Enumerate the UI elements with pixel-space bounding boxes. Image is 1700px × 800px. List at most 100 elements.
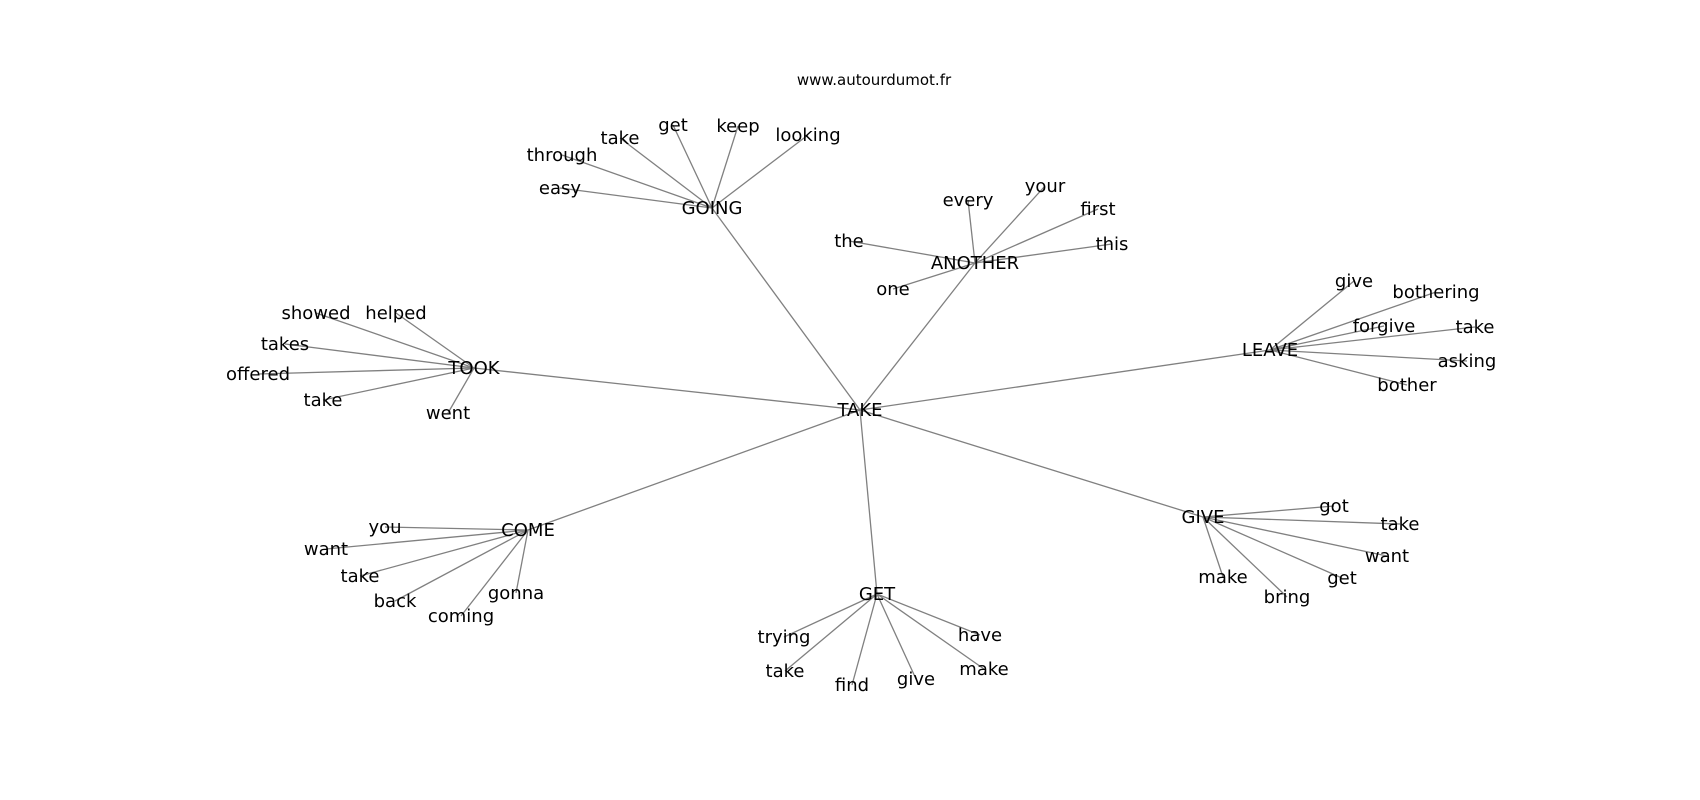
edge-leave-forgive [1269, 325, 1385, 351]
edge-give-make [1202, 516, 1224, 578]
hub-word-get: GET [859, 584, 896, 605]
edge-come-want [325, 529, 529, 550]
edge-get-find [851, 593, 878, 686]
edge-took-went [447, 367, 475, 414]
edge-leave-bothering [1269, 291, 1437, 351]
edge-took-offered [257, 367, 475, 375]
edge-root-come [527, 409, 861, 531]
edge-get-trying [783, 593, 878, 638]
leaf-word-another-1: one [876, 279, 910, 300]
edge-root-give [859, 409, 1204, 518]
leaf-word-get-1: take [766, 661, 805, 682]
leaf-word-get-2: find [835, 675, 869, 696]
leaf-word-going-1: through [527, 145, 598, 166]
leaf-word-leave-3: take [1456, 317, 1495, 338]
edge-give-got [1202, 505, 1335, 518]
leaf-word-took-2: takes [261, 334, 309, 355]
hub-word-leave: LEAVE [1242, 340, 1298, 361]
hub-word-another: ANOTHER [931, 253, 1019, 274]
leaf-word-come-0: you [368, 517, 401, 538]
edge-come-coming [460, 529, 529, 617]
leaf-word-going-4: keep [716, 116, 759, 137]
edge-leave-take [1269, 326, 1476, 351]
edge-another-every [967, 199, 976, 264]
leaf-word-get-5: have [958, 625, 1002, 646]
leaf-word-took-5: went [426, 403, 470, 424]
edge-another-the [848, 240, 976, 264]
edge-come-back [394, 529, 529, 602]
edge-get-take [784, 593, 878, 672]
leaf-word-leave-5: bother [1377, 375, 1437, 396]
leaf-word-give-0: got [1319, 496, 1349, 517]
leaf-word-get-3: give [897, 669, 935, 690]
edge-going-take [619, 137, 713, 209]
edge-get-have [876, 593, 981, 636]
edge-took-take [322, 367, 475, 401]
graph-edges [257, 124, 1476, 686]
edge-root-leave [859, 349, 1271, 411]
edge-going-through [561, 154, 713, 209]
hub-word-come: COME [501, 520, 555, 541]
edge-took-takes [284, 343, 475, 369]
leaf-word-leave-2: forgive [1353, 316, 1416, 337]
leaf-word-going-0: easy [539, 178, 581, 199]
hub-word-took: TOOK [447, 358, 500, 379]
edge-give-get [1202, 516, 1343, 579]
leaf-word-another-0: the [834, 231, 864, 252]
edge-come-gonna [515, 529, 529, 594]
edge-leave-bother [1269, 349, 1408, 386]
leaf-word-took-0: showed [281, 303, 350, 324]
edge-come-you [384, 526, 529, 531]
edge-going-get [672, 124, 713, 209]
leaf-word-took-1: helped [365, 303, 426, 324]
edge-going-looking [711, 134, 809, 209]
leaf-word-another-3: your [1025, 176, 1066, 197]
leaf-word-come-4: coming [428, 606, 494, 627]
edge-root-another [859, 262, 976, 411]
edge-root-took [473, 367, 861, 411]
leaf-word-give-5: make [1198, 567, 1247, 588]
edge-leave-give [1269, 280, 1355, 351]
edge-another-one [892, 262, 976, 290]
leaf-word-get-0: trying [758, 627, 811, 648]
leaf-word-come-2: take [341, 566, 380, 587]
edge-leave-asking [1269, 349, 1468, 362]
leaf-word-took-4: take [304, 390, 343, 411]
leaf-word-another-2: every [943, 190, 994, 211]
edge-get-give [876, 593, 917, 680]
edge-going-keep [711, 125, 739, 209]
leaf-word-going-5: looking [775, 125, 840, 146]
edge-give-bring [1202, 516, 1288, 598]
site-watermark: www.autourdumot.fr [796, 71, 952, 89]
leaf-word-going-3: get [658, 115, 688, 136]
leaf-word-give-4: bring [1264, 587, 1311, 608]
hub-word-give: GIVE [1182, 507, 1225, 528]
edge-another-first [974, 208, 1099, 264]
leaf-word-leave-1: bothering [1392, 282, 1479, 303]
leaf-word-come-5: gonna [488, 583, 544, 604]
edge-root-get [859, 409, 878, 595]
hub-word-going: GOING [682, 198, 743, 219]
edge-took-helped [395, 312, 475, 369]
leaf-word-get-4: make [959, 659, 1008, 680]
leaf-word-took-3: offered [226, 364, 290, 385]
root-word: TAKE [836, 400, 882, 421]
leaf-word-give-2: want [1365, 546, 1409, 567]
leaf-word-give-1: take [1381, 514, 1420, 535]
edge-another-your [974, 185, 1046, 264]
leaf-word-leave-0: give [1335, 271, 1373, 292]
edge-took-showed [315, 312, 475, 369]
edge-give-take [1202, 516, 1401, 525]
edge-give-want [1202, 516, 1388, 557]
leaf-word-going-2: take [601, 128, 640, 149]
edge-another-this [974, 243, 1113, 264]
edge-going-easy [559, 187, 713, 209]
leaf-word-another-5: this [1096, 234, 1129, 255]
leaf-word-another-4: first [1080, 199, 1115, 220]
leaf-word-leave-4: asking [1438, 351, 1497, 372]
edge-come-take [359, 529, 529, 577]
edge-get-make [876, 593, 985, 670]
edge-root-going [711, 207, 861, 411]
